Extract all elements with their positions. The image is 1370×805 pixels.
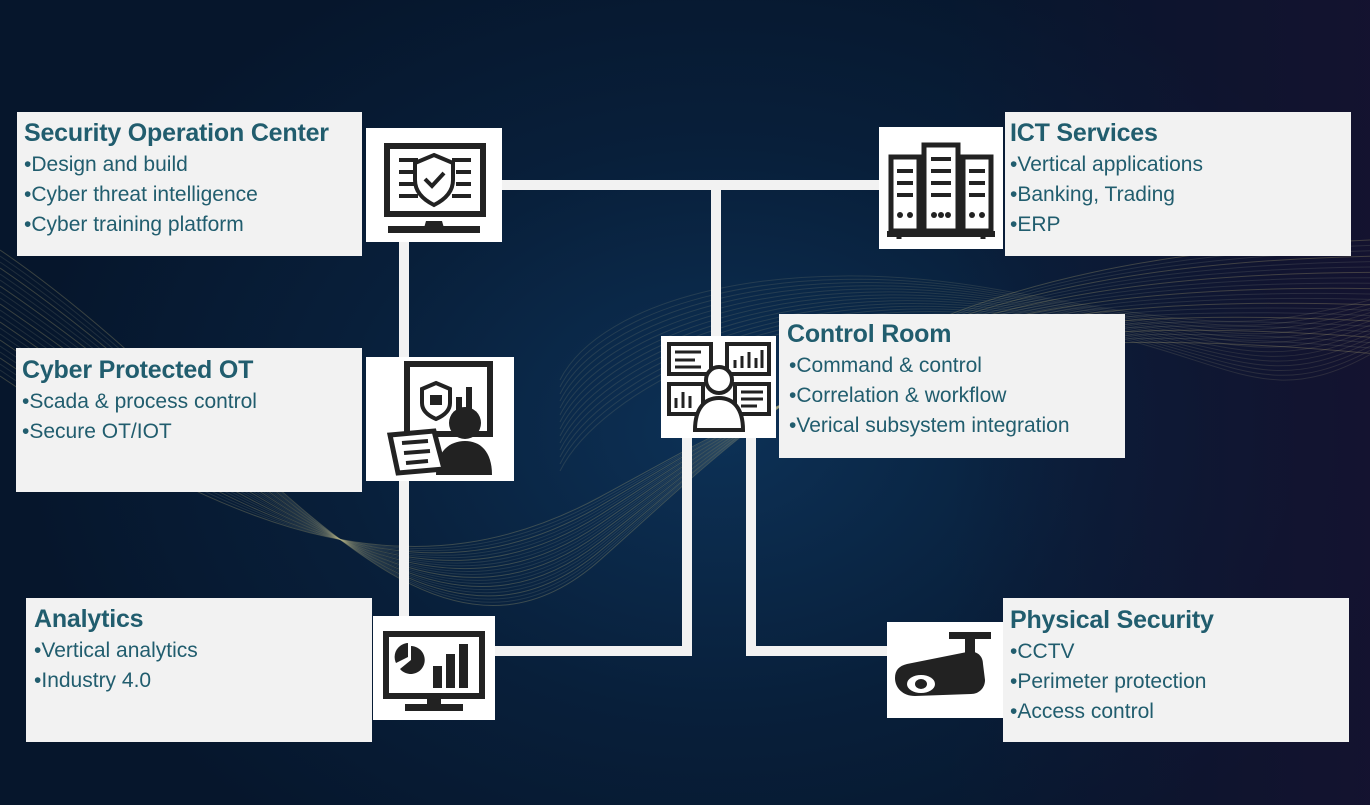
node-security-operation-center: Security Operation Center Design and bui… [17, 112, 362, 256]
wave-line [559, 291, 1370, 416]
wave-line [559, 288, 1370, 409]
analytics-monitor-icon [373, 616, 495, 720]
list-item: Verical subsystem integration [789, 411, 1125, 441]
list-item: Secure OT/IOT [22, 417, 362, 447]
wave-line [559, 305, 1370, 451]
wave-line [559, 282, 1370, 395]
wave-line [559, 300, 1370, 437]
connector-soc-ict [500, 180, 882, 190]
node-items: Design and build Cyber threat intelligen… [24, 150, 362, 240]
node-title: Control Room [787, 320, 952, 348]
connector-physical-horizontal [746, 646, 891, 656]
wave-line [559, 297, 1370, 430]
list-item: Scada & process control [22, 387, 362, 417]
connector-physical-vertical [746, 435, 756, 656]
list-item: Access control [1010, 697, 1349, 727]
security-monitor-icon [366, 128, 502, 242]
server-rack-icon [879, 127, 1003, 249]
list-item: Perimeter protection [1010, 667, 1349, 697]
list-item: Industry 4.0 [34, 666, 372, 696]
node-items: Vertical applications Banking, Trading E… [1010, 150, 1351, 240]
wave-line [559, 278, 1370, 388]
list-item: Vertical analytics [34, 636, 372, 666]
node-title: ICT Services [1010, 119, 1158, 147]
list-item: CCTV [1010, 637, 1349, 667]
node-title: Analytics [34, 605, 144, 633]
node-cyber-protected-ot: Cyber Protected OT Scada & process contr… [16, 348, 362, 492]
node-items: Scada & process control Secure OT/IOT [22, 387, 362, 447]
node-items: Command & control Correlation & workflow… [789, 351, 1125, 441]
node-title: Physical Security [1010, 606, 1214, 634]
ot-operator-icon [366, 357, 514, 481]
connector-vertical-center [711, 180, 721, 340]
node-title: Security Operation Center [24, 119, 329, 147]
list-item: Correlation & workflow [789, 381, 1125, 411]
wave-line [559, 308, 1370, 458]
list-item: Design and build [24, 150, 362, 180]
control-room-icon [661, 336, 776, 438]
wave-line [559, 294, 1370, 423]
wave-line [559, 285, 1370, 402]
node-items: CCTV Perimeter protection Access control [1010, 637, 1349, 727]
node-control-room: Control Room Command & control Correlati… [779, 314, 1125, 458]
node-ict-services: ICT Services Vertical applications Banki… [1005, 112, 1351, 256]
node-physical-security: Physical Security CCTV Perimeter protect… [1003, 598, 1349, 742]
node-items: Vertical analytics Industry 4.0 [34, 636, 372, 696]
list-item: Cyber threat intelligence [24, 180, 362, 210]
connector-analytics-horizontal [492, 646, 692, 656]
list-item: ERP [1010, 210, 1351, 240]
list-item: Banking, Trading [1010, 180, 1351, 210]
node-title: Cyber Protected OT [22, 356, 254, 384]
list-item: Vertical applications [1010, 150, 1351, 180]
cctv-camera-icon [887, 622, 1003, 718]
wave-line [559, 302, 1370, 444]
list-item: Cyber training platform [24, 210, 362, 240]
list-item: Command & control [789, 351, 1125, 381]
connector-analytics-vertical [682, 435, 692, 656]
node-analytics: Analytics Vertical analytics Industry 4.… [26, 598, 372, 742]
wave-line [559, 275, 1370, 381]
